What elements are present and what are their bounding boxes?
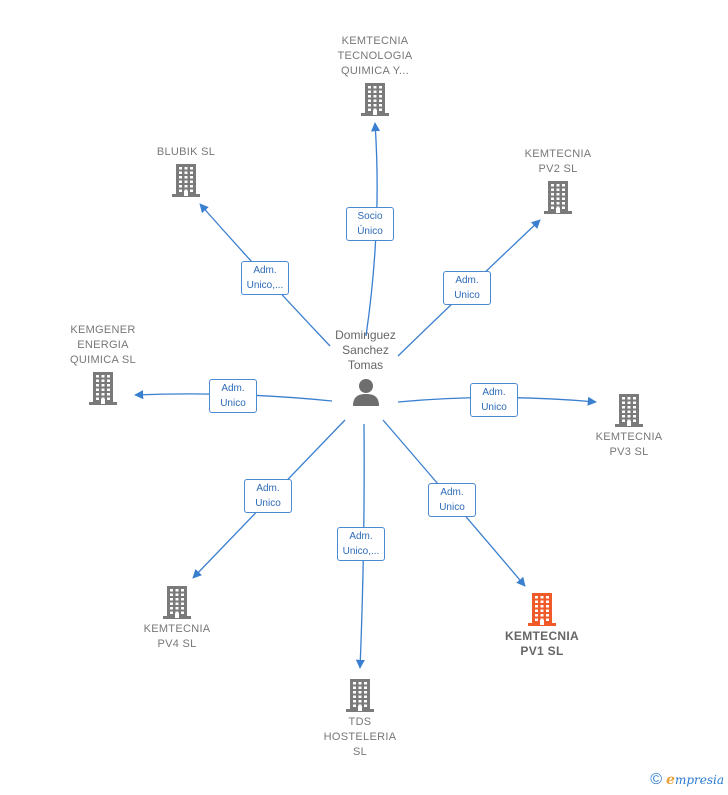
company-node-kemtecnia-tecnologia[interactable]: KEMTECNIA TECNOLOGIA QUIMICA Y... xyxy=(315,34,435,117)
relation-badge-kemtecnia-tecnologia[interactable]: Socio Único xyxy=(346,207,394,241)
brand-logo-e: e xyxy=(666,772,675,788)
building-icon xyxy=(615,394,643,427)
company-node-kemgener[interactable]: KEMGENER ENERGIA QUIMICA SL xyxy=(43,323,163,406)
company-label: BLUBIK SL xyxy=(156,146,216,158)
building-icon xyxy=(361,83,389,116)
company-node-kemtecnia-pv4[interactable]: KEMTECNIA PV4 SL xyxy=(117,584,237,652)
building-icon xyxy=(528,593,556,626)
relation-badge-kemtecnia-pv3[interactable]: Adm. Unico xyxy=(470,383,518,417)
company-label: KEMTECNIA PV2 SL xyxy=(524,148,592,175)
copyright-symbol: © xyxy=(650,771,663,788)
company-label: KEMGENER ENERGIA QUIMICA SL xyxy=(70,324,136,366)
relation-badge-kemtecnia-pv1[interactable]: Adm. Unico xyxy=(428,483,476,517)
company-label: KEMTECNIA PV1 SL xyxy=(504,629,580,658)
footer-brand: ©empresia xyxy=(650,771,724,789)
building-icon xyxy=(172,164,200,197)
brand-logo-text: mpresia xyxy=(674,773,724,787)
company-label: KEMTECNIA PV4 SL xyxy=(143,623,211,650)
company-label: KEMTECNIA TECNOLOGIA QUIMICA Y... xyxy=(337,35,413,77)
building-icon xyxy=(346,679,374,712)
company-label: KEMTECNIA PV3 SL xyxy=(595,431,663,458)
company-label: TDS HOSTELERIA SL xyxy=(323,716,397,758)
relation-badge-kemtecnia-pv2[interactable]: Adm. Unico xyxy=(443,271,491,305)
company-node-blubik[interactable]: BLUBIK SL xyxy=(126,145,246,198)
relation-badge-tds-hosteleria[interactable]: Adm. Unico,... xyxy=(337,527,385,561)
company-node-kemtecnia-pv2[interactable]: KEMTECNIA PV2 SL xyxy=(498,147,618,215)
relation-badge-kemtecnia-pv4[interactable]: Adm. Unico xyxy=(244,479,292,513)
relation-badge-kemgener[interactable]: Adm. Unico xyxy=(209,379,257,413)
building-icon xyxy=(163,586,191,619)
person-icon xyxy=(352,379,379,406)
company-node-kemtecnia-pv1[interactable]: KEMTECNIA PV1 SL xyxy=(482,591,602,659)
building-icon xyxy=(89,372,117,405)
center-person-node[interactable]: Dominguez Sanchez Tomas xyxy=(318,328,413,407)
center-person-label: Dominguez Sanchez Tomas xyxy=(335,328,396,372)
company-node-kemtecnia-pv3[interactable]: KEMTECNIA PV3 SL xyxy=(569,392,689,460)
building-icon xyxy=(544,181,572,214)
relation-badge-blubik[interactable]: Adm. Unico,... xyxy=(241,261,289,295)
company-node-tds-hosteleria[interactable]: TDS HOSTELERIA SL xyxy=(300,677,420,760)
